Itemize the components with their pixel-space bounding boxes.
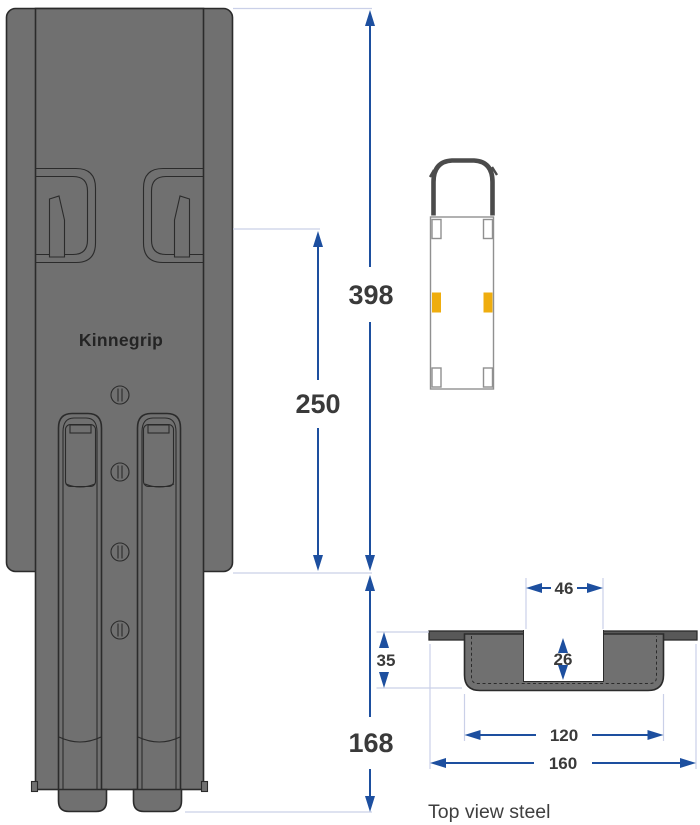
dimension-120: 120 xyxy=(464,726,664,745)
screw-1 xyxy=(110,385,130,405)
truck-top-view-icon xyxy=(428,158,499,390)
truck-mirror-right-icon xyxy=(490,166,499,176)
dimension-120-label: 120 xyxy=(550,726,578,745)
part-top-view: Kinnegrip xyxy=(5,7,234,813)
screw-4 xyxy=(110,620,130,640)
bracket-left-inner xyxy=(35,175,89,256)
extension-lines-120 xyxy=(463,694,665,741)
foot-left xyxy=(57,788,108,813)
tab-left xyxy=(30,780,39,793)
dimension-160-label: 160 xyxy=(549,754,577,773)
stake-pocket-front-right xyxy=(482,218,494,240)
stake-pocket-rear-right xyxy=(482,367,494,388)
steel-profile-section: 46 26 35 120 160 Top view steel xyxy=(376,578,698,823)
stake-pocket-front-left xyxy=(431,218,442,240)
bracket-right-outer xyxy=(142,167,204,264)
dimension-160: 160 xyxy=(430,754,696,773)
extension-lines-160 xyxy=(429,644,697,769)
foot-right xyxy=(132,788,183,813)
stake-pocket-rear-left xyxy=(431,367,442,388)
truck-mirror-left-icon xyxy=(428,169,436,178)
section-caption: Top view steel xyxy=(428,801,550,823)
lever-right xyxy=(136,412,182,790)
dimension-250-label: 250 xyxy=(295,389,340,419)
dimension-250: 250 xyxy=(295,231,341,571)
hook-right xyxy=(173,195,191,258)
hook-left xyxy=(48,195,66,258)
section-notch-outline xyxy=(523,630,604,682)
bracket-right-inner xyxy=(150,175,204,256)
dimension-26: 26 xyxy=(554,638,573,680)
bracket-left-outer xyxy=(35,167,97,264)
lock-position-highlight-left xyxy=(432,292,441,313)
screw-2 xyxy=(110,462,130,482)
lock-position-highlight-right xyxy=(483,292,493,313)
dimension-168-label: 168 xyxy=(348,728,393,758)
extension-lines-35 xyxy=(376,631,462,689)
tab-right xyxy=(200,780,209,793)
dimension-26-label: 26 xyxy=(554,650,573,669)
main-dimensions: 398 250 168 xyxy=(185,7,394,813)
dimension-398-label: 398 xyxy=(348,280,393,310)
dimension-398: 398 xyxy=(348,10,394,571)
section-seam-dashed xyxy=(471,636,657,684)
truck-cab xyxy=(431,158,495,216)
brand-label: Kinnegrip xyxy=(79,330,163,350)
screw-3 xyxy=(110,542,130,562)
dimension-168: 168 xyxy=(348,575,394,812)
dimension-35: 35 xyxy=(377,632,396,688)
extension-lines-46 xyxy=(525,578,604,629)
dimension-46: 46 xyxy=(526,579,603,598)
dimension-35-label: 35 xyxy=(377,651,396,670)
lever-left xyxy=(57,412,103,790)
dimension-46-label: 46 xyxy=(555,579,574,598)
